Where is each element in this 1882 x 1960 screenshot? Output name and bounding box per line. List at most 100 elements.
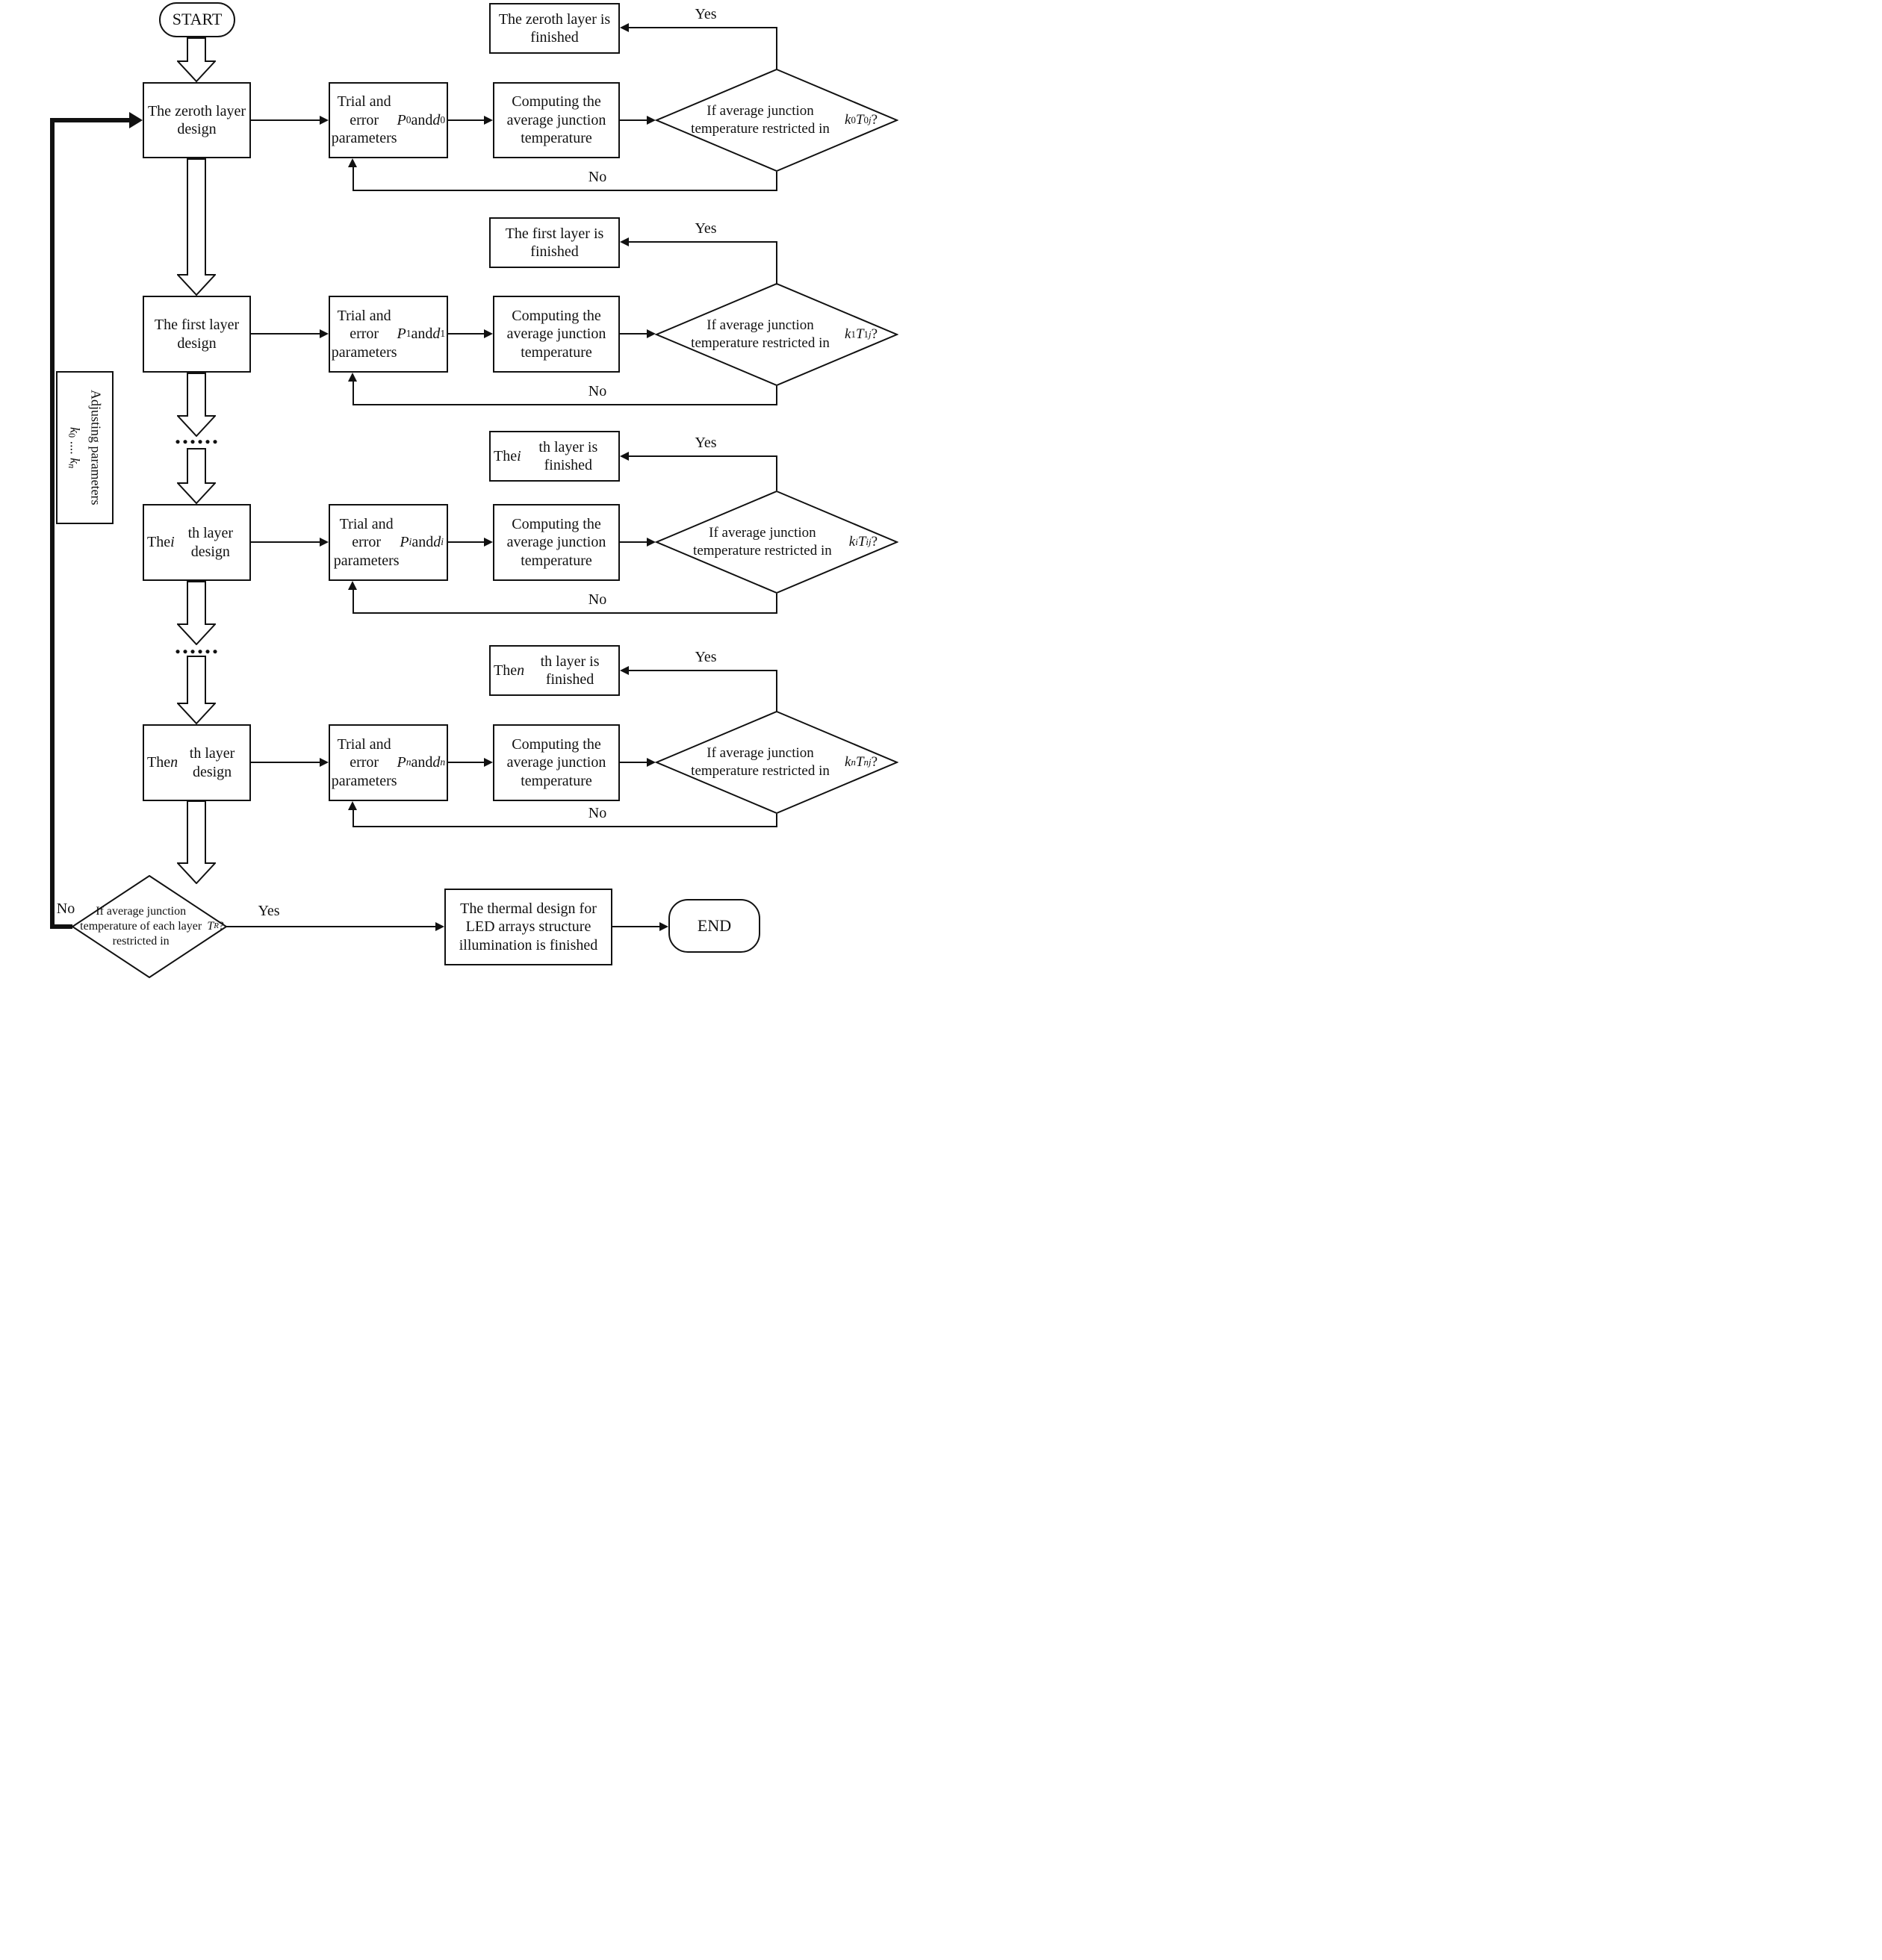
final-decision-diamond <box>71 875 228 978</box>
block-arrow-rown-to-final <box>177 800 216 884</box>
final-yes-label: Yes <box>258 903 280 919</box>
no-connector <box>776 594 777 614</box>
arrowhead-right <box>484 538 493 547</box>
layer-design-box-1: The first layer design <box>143 296 251 373</box>
arrowhead-up <box>348 801 357 810</box>
computing-box-n: Computing the average junction temperatu… <box>493 724 620 801</box>
finished-box-0: The zeroth layer is finished <box>489 3 620 54</box>
arrowhead-right <box>484 758 493 767</box>
flowchart-canvas: START END ...... ...... The zeroth layer… <box>0 0 941 980</box>
ellipsis-break-2: ...... <box>175 632 220 659</box>
arrowhead-right <box>320 116 329 125</box>
yes-connector <box>627 27 777 28</box>
arrowhead-right <box>647 116 656 125</box>
no-connector <box>353 590 354 613</box>
yes-connector <box>776 671 777 712</box>
no-label-0: No <box>588 169 607 185</box>
no-connector <box>353 810 354 827</box>
arrowhead-left <box>620 23 629 32</box>
yes-label-1: Yes <box>695 220 717 237</box>
arrowhead-left <box>620 452 629 461</box>
yes-connector <box>776 456 777 491</box>
end-node: END <box>668 899 760 953</box>
thermal-design-box: The thermal design for LED arrays struct… <box>444 889 612 965</box>
connector-line <box>251 333 320 335</box>
no-label-1: No <box>588 383 607 399</box>
connector-line <box>620 119 647 121</box>
connector-line <box>251 541 320 543</box>
arrowhead-right <box>320 329 329 338</box>
final-no-label: No <box>56 900 75 917</box>
connector-line <box>612 926 659 927</box>
arrowhead-up <box>348 158 357 167</box>
arrowhead-right <box>647 758 656 767</box>
block-arrow-dots-to-rowi <box>177 448 216 504</box>
computing-box-1: Computing the average junction temperatu… <box>493 296 620 373</box>
no-label-i: No <box>588 591 607 608</box>
arrowhead-up <box>348 373 357 382</box>
decision-diamond-n <box>655 711 898 814</box>
arrowhead-left <box>620 666 629 675</box>
finished-box-1: The first layer is finished <box>489 217 620 268</box>
connector-line <box>251 762 320 763</box>
yes-connector <box>776 28 777 69</box>
start-node: START <box>159 2 235 37</box>
decision-text-n: If average junction temperature restrict… <box>691 745 878 779</box>
arrowhead-up <box>348 581 357 590</box>
block-arrow-start-to-row0 <box>177 37 216 82</box>
no-connector <box>776 172 777 191</box>
yes-connector <box>776 242 777 284</box>
computing-box-i: Computing the average junction temperatu… <box>493 504 620 581</box>
connector-line <box>620 333 647 335</box>
no-connector <box>353 167 354 190</box>
no-connector <box>776 814 777 827</box>
yes-connector <box>627 670 777 671</box>
arrowhead-right <box>484 116 493 125</box>
yes-label-i: Yes <box>695 435 717 451</box>
feedback-rail <box>50 118 129 122</box>
yes-connector <box>627 241 777 243</box>
no-connector <box>353 190 777 191</box>
layer-design-box-0: The zeroth layer design <box>143 82 251 158</box>
decision-diamond-i <box>655 491 898 594</box>
feedback-rail <box>50 118 55 929</box>
no-connector <box>353 382 354 405</box>
connector-line <box>251 119 320 121</box>
decision-diamond-0 <box>655 69 898 172</box>
decision-text-1: If average junction temperature restrict… <box>691 317 878 351</box>
yes-connector <box>627 455 777 457</box>
yes-label-0: Yes <box>695 6 717 22</box>
no-label-n: No <box>588 805 607 821</box>
final-yes-connector <box>226 926 435 927</box>
block-arrow-dots-to-rown <box>177 656 216 724</box>
connector-line <box>448 762 484 763</box>
feedback-rail <box>50 924 72 929</box>
arrowhead-big-right <box>129 112 143 128</box>
no-connector <box>776 386 777 405</box>
connector-line <box>448 333 484 335</box>
no-connector <box>353 404 777 405</box>
block-arrow-row0-to-row1 <box>177 158 216 296</box>
connector-line <box>448 541 484 543</box>
no-connector <box>353 826 777 827</box>
decision-text-0: If average junction temperature restrict… <box>691 103 878 137</box>
connector-line <box>448 119 484 121</box>
final-decision-text: If average junction temperature of each … <box>80 905 224 948</box>
arrowhead-left <box>620 237 629 246</box>
connector-line <box>620 762 647 763</box>
decision-diamond-1 <box>655 283 898 386</box>
computing-box-0: Computing the average junction temperatu… <box>493 82 620 158</box>
block-arrow-rowi-to-dots <box>177 581 216 645</box>
connector-line <box>620 541 647 543</box>
arrowhead-right <box>647 329 656 338</box>
arrowhead-right <box>320 758 329 767</box>
ellipsis-break-1: ...... <box>175 422 220 449</box>
arrowhead-right <box>320 538 329 547</box>
